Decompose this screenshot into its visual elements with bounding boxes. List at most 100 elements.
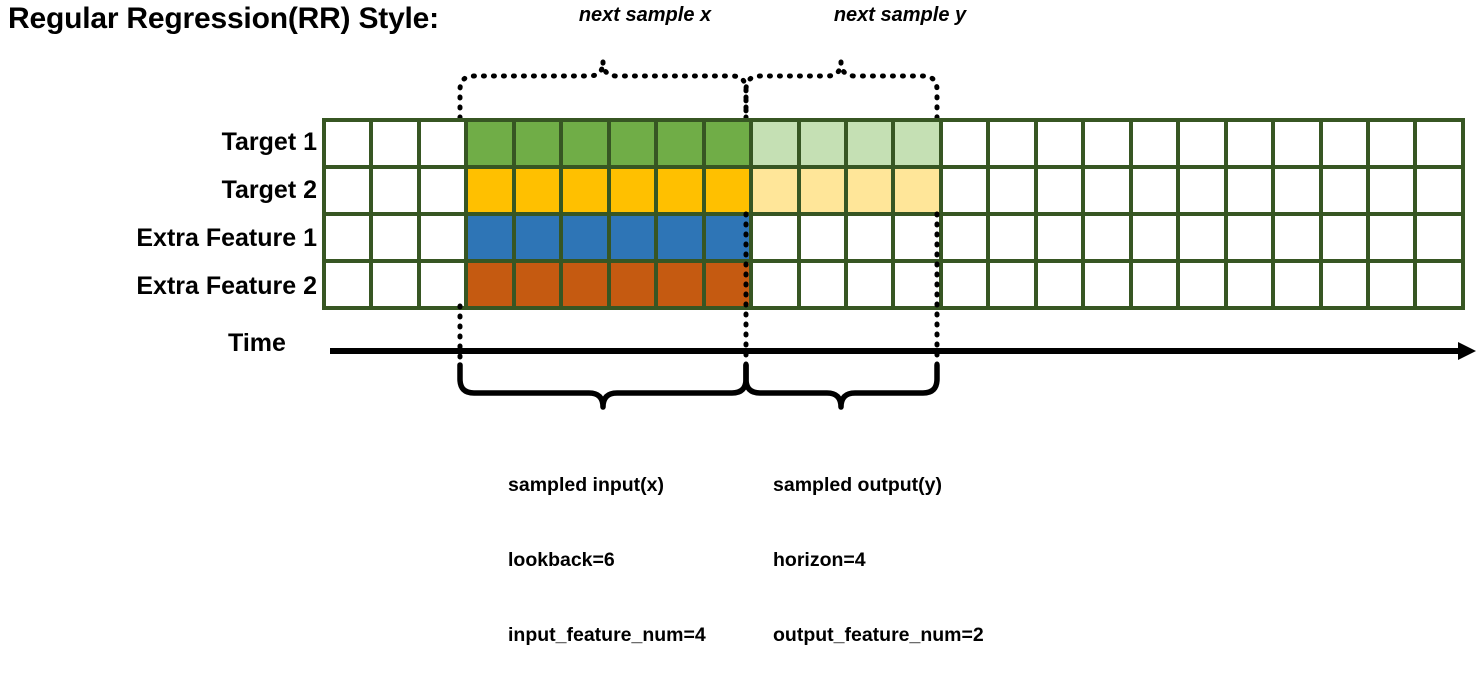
grid-cell-empty: [753, 263, 797, 306]
grid-cell-input: [705, 169, 750, 212]
grid-cell-empty: [847, 263, 892, 306]
grid-cell-empty: [1037, 122, 1082, 165]
grid-cell-empty: [420, 169, 465, 212]
grid-cell-input: [658, 216, 702, 259]
grid-cell-empty: [847, 216, 892, 259]
grid-cell-empty: [1275, 216, 1319, 259]
grid-cell-empty: [1369, 263, 1414, 306]
grid-cell-empty: [373, 216, 417, 259]
grid-cell-empty: [1322, 216, 1366, 259]
grid-cell-empty: [1085, 122, 1129, 165]
grid-cell-empty: [326, 122, 370, 165]
grid-cell-empty: [800, 216, 844, 259]
grid-cell-empty: [1037, 263, 1082, 306]
grid-cell-input: [515, 263, 560, 306]
grid-cell-input: [563, 216, 607, 259]
row-label-target-2: Target 2: [221, 176, 317, 204]
grid-cell-empty: [1227, 169, 1272, 212]
grid-cell-empty: [1037, 216, 1082, 259]
grid-cell-empty: [1322, 169, 1366, 212]
grid-row: [326, 216, 1461, 259]
grid-cell-empty: [373, 263, 417, 306]
grid-cell-empty: [990, 263, 1034, 306]
annotation-input-line3: input_feature_num=4: [508, 624, 706, 646]
grid-cell-empty: [1180, 216, 1224, 259]
caption-next-sample-y: next sample y: [833, 4, 967, 26]
grid-cell-input: [563, 263, 607, 306]
grid-cell-input: [468, 122, 512, 165]
grid-cell-input: [610, 122, 655, 165]
grid-cell-input: [705, 263, 750, 306]
grid-cell-input: [515, 169, 560, 212]
time-axis-label: Time: [228, 329, 286, 357]
grid-cell-empty: [373, 169, 417, 212]
grid-cell-output: [895, 169, 939, 212]
grid-cell-input: [658, 169, 702, 212]
grid-cell-empty: [1132, 263, 1177, 306]
grid-cell-empty: [1132, 216, 1177, 259]
row-label-extra-feature-1: Extra Feature 1: [136, 224, 317, 252]
grid-row: [326, 169, 1461, 212]
annotation-output-line1: sampled output(y): [773, 474, 942, 496]
grid-cell-empty: [990, 169, 1034, 212]
annotation-input: sampled input(x) lookback=6 input_featur…: [508, 423, 706, 698]
grid-cell-input: [468, 169, 512, 212]
grid-cell-empty: [1180, 122, 1224, 165]
grid-cell-input: [658, 122, 702, 165]
grid-cell-empty: [1275, 263, 1319, 306]
grid-cell-empty: [1180, 169, 1224, 212]
annotation-input-line1: sampled input(x): [508, 474, 665, 496]
row-label-target-1: Target 1: [221, 128, 317, 156]
grid-cell-empty: [1085, 263, 1129, 306]
grid-cell-empty: [1417, 169, 1461, 212]
annotation-output-line3: output_feature_num=2: [773, 624, 984, 646]
grid-cell-input: [563, 122, 607, 165]
grid-cell-input: [515, 122, 560, 165]
grid-cell-input: [610, 216, 655, 259]
grid-cell-empty: [942, 169, 987, 212]
grid-cell-empty: [1417, 122, 1461, 165]
grid-row: [326, 122, 1461, 165]
grid-cell-empty: [800, 263, 844, 306]
grid-cell-input: [468, 216, 512, 259]
grid-cell-input: [705, 216, 750, 259]
grid-cell-input: [705, 122, 750, 165]
grid-cell-output: [847, 169, 892, 212]
grid-cell-input: [515, 216, 560, 259]
grid-cell-input: [468, 263, 512, 306]
page-title: Regular Regression(RR) Style:: [8, 2, 439, 35]
grid-cell-empty: [1085, 216, 1129, 259]
grid-cell-output: [800, 169, 844, 212]
time-axis-arrow: [330, 342, 1476, 360]
grid-cell-empty: [990, 216, 1034, 259]
brace-output-path: [743, 59, 940, 121]
grid-cell-output: [800, 122, 844, 165]
grid-cell-input: [610, 263, 655, 306]
brace-sampled-input: [457, 362, 749, 410]
grid-cell-empty: [1132, 169, 1177, 212]
grid-cell-empty: [1037, 169, 1082, 212]
grid-cell-empty: [1132, 122, 1177, 165]
brace-input-path: [457, 59, 749, 121]
grid-cell-empty: [1275, 122, 1319, 165]
grid-cell-empty: [942, 263, 987, 306]
grid-cell-empty: [420, 122, 465, 165]
grid-cell-empty: [1417, 216, 1461, 259]
grid-cell-output: [847, 122, 892, 165]
annotation-output: sampled output(y) horizon=4 output_featu…: [773, 423, 984, 698]
grid-cell-empty: [420, 263, 465, 306]
grid-cell-empty: [326, 216, 370, 259]
grid-cell-empty: [1085, 169, 1129, 212]
grid-cell-empty: [1417, 263, 1461, 306]
caption-next-sample-x: next sample x: [578, 4, 712, 26]
annotation-input-line2: lookback=6: [508, 549, 615, 571]
grid-cell-empty: [895, 216, 939, 259]
grid-cell-empty: [326, 169, 370, 212]
grid-cell-empty: [942, 216, 987, 259]
grid-cell-empty: [753, 216, 797, 259]
grid-cell-input: [658, 263, 702, 306]
grid-cell-output: [753, 169, 797, 212]
row-label-extra-feature-2: Extra Feature 2: [136, 272, 317, 300]
grid-cell-empty: [1322, 263, 1366, 306]
diagram-canvas: Regular Regression(RR) Style: next sampl…: [8, 2, 1476, 646]
